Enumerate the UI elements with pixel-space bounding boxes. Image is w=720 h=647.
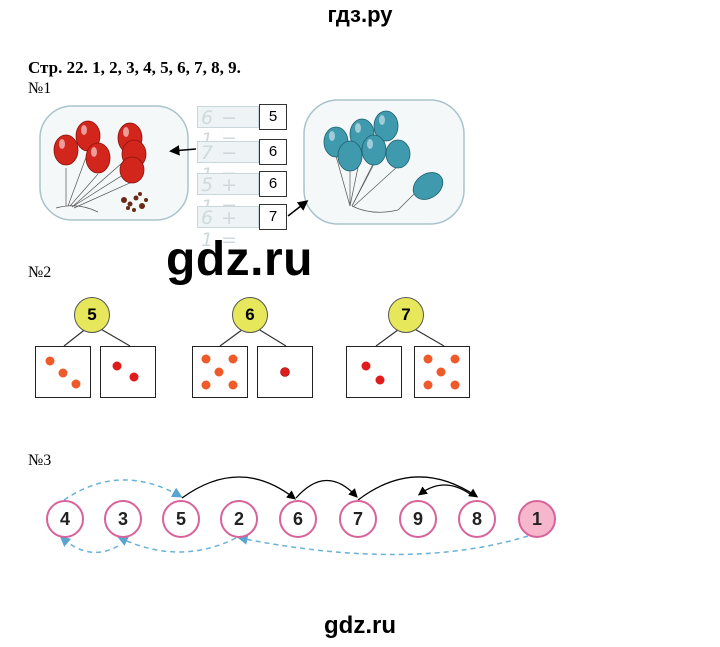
number-circle: 5: [162, 500, 200, 538]
dots: [423, 354, 460, 390]
number-circle-highlighted: 1: [518, 500, 556, 538]
dot-tile: [346, 346, 402, 398]
dashed-arrow-3-to-4: [59, 536, 119, 554]
dot-tile: [100, 346, 156, 398]
number-circle: 4: [46, 500, 84, 538]
watermark: gdz.ru: [166, 233, 313, 286]
number-circle: 7: [339, 500, 377, 538]
arrow-7-to-8: [357, 476, 479, 501]
number-circle: 6: [279, 500, 317, 538]
dot-tile: [35, 346, 91, 398]
dashed-arrow-1-to-2: [237, 534, 529, 556]
answer-box: 5: [259, 104, 287, 130]
exercise-1-label: №1: [28, 80, 52, 97]
dot-tile: [192, 346, 248, 398]
whole-number-circle: 5: [74, 297, 110, 333]
arrow-to-red: [169, 145, 197, 156]
red-balloons-picture: [39, 105, 189, 221]
dots: [201, 354, 238, 390]
site-title-bottom: gdz.ru: [324, 612, 396, 639]
dashed-arrow-4-to-5: [63, 479, 183, 501]
dots: [361, 361, 385, 385]
number-circle: 3: [104, 500, 142, 538]
arrow-to-blue: [287, 200, 309, 217]
dots: [112, 361, 139, 382]
dashed-arrow-2-to-3: [117, 536, 237, 553]
number-circle: 9: [399, 500, 437, 538]
dots: [280, 367, 290, 377]
answer-box: 7: [259, 204, 287, 230]
site-title-top: гдз.ру: [327, 2, 393, 27]
dots: [45, 356, 81, 389]
whole-number-circle: 7: [388, 297, 424, 333]
exercise-2-label: №2: [28, 264, 52, 281]
dot-tile: [414, 346, 470, 398]
arrow-8-to-9: [417, 484, 471, 496]
answer-box: 6: [259, 139, 287, 165]
answer-box: 6: [259, 171, 287, 197]
arrow-5-to-6: [181, 476, 297, 500]
blue-balloons-picture: [303, 99, 465, 225]
number-circle: 2: [220, 500, 258, 538]
exercise-3-label: №3: [28, 452, 52, 469]
page-header: Стр. 22. 1, 2, 3, 4, 5, 6, 7, 8, 9.: [28, 58, 241, 77]
number-circle: 8: [458, 500, 496, 538]
equation-expression: 6 − 1 =: [197, 106, 259, 151]
match-arrows: [169, 145, 309, 217]
dot-tile: [257, 346, 313, 398]
sequence-arrows: [59, 476, 529, 556]
whole-number-circle: 6: [232, 297, 268, 333]
equation-expression: 6 + 1 =: [197, 206, 259, 251]
arrow-6-to-7: [295, 479, 358, 499]
